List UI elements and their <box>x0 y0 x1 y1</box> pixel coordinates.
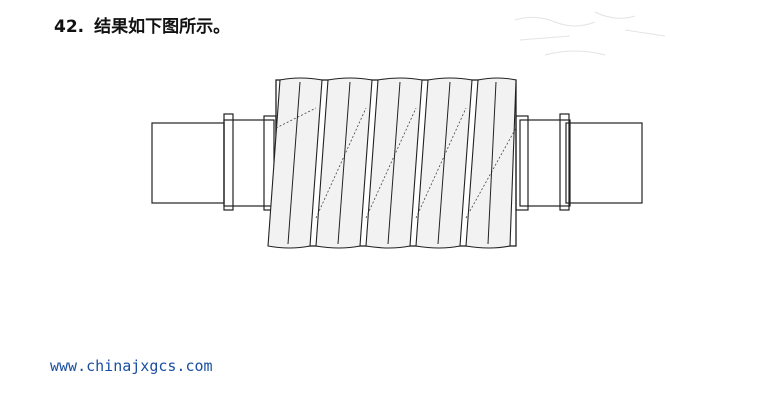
crest-3 <box>387 81 401 245</box>
right-shaft-step <box>519 119 571 207</box>
worm-shaft-figure <box>151 77 643 249</box>
crest-1 <box>287 81 301 245</box>
left-collar <box>223 113 234 211</box>
worm-threads <box>267 77 517 249</box>
thread-5 <box>465 77 517 249</box>
back-helix-3 <box>365 107 417 219</box>
back-helix-4 <box>415 107 467 219</box>
problem-number: 42. <box>54 17 85 37</box>
back-helix-5 <box>465 127 517 219</box>
left-shaft-step <box>223 119 275 207</box>
back-helix-1 <box>275 107 317 129</box>
problem-heading: 42. 结果如下图所示。 <box>54 12 230 37</box>
crest-5 <box>487 81 497 245</box>
right-collar <box>559 113 570 211</box>
crest-2 <box>337 81 351 245</box>
problem-text: 结果如下图所示。 <box>94 17 231 37</box>
right-shaft <box>565 122 643 204</box>
right-shoulder <box>515 115 529 211</box>
crest-4 <box>437 81 451 245</box>
left-shaft <box>151 122 225 204</box>
site-watermark: www.chinajxgcs.com <box>50 357 213 375</box>
thread-1 <box>267 77 323 249</box>
scan-artifact <box>514 11 666 56</box>
back-helix-2 <box>315 107 367 219</box>
